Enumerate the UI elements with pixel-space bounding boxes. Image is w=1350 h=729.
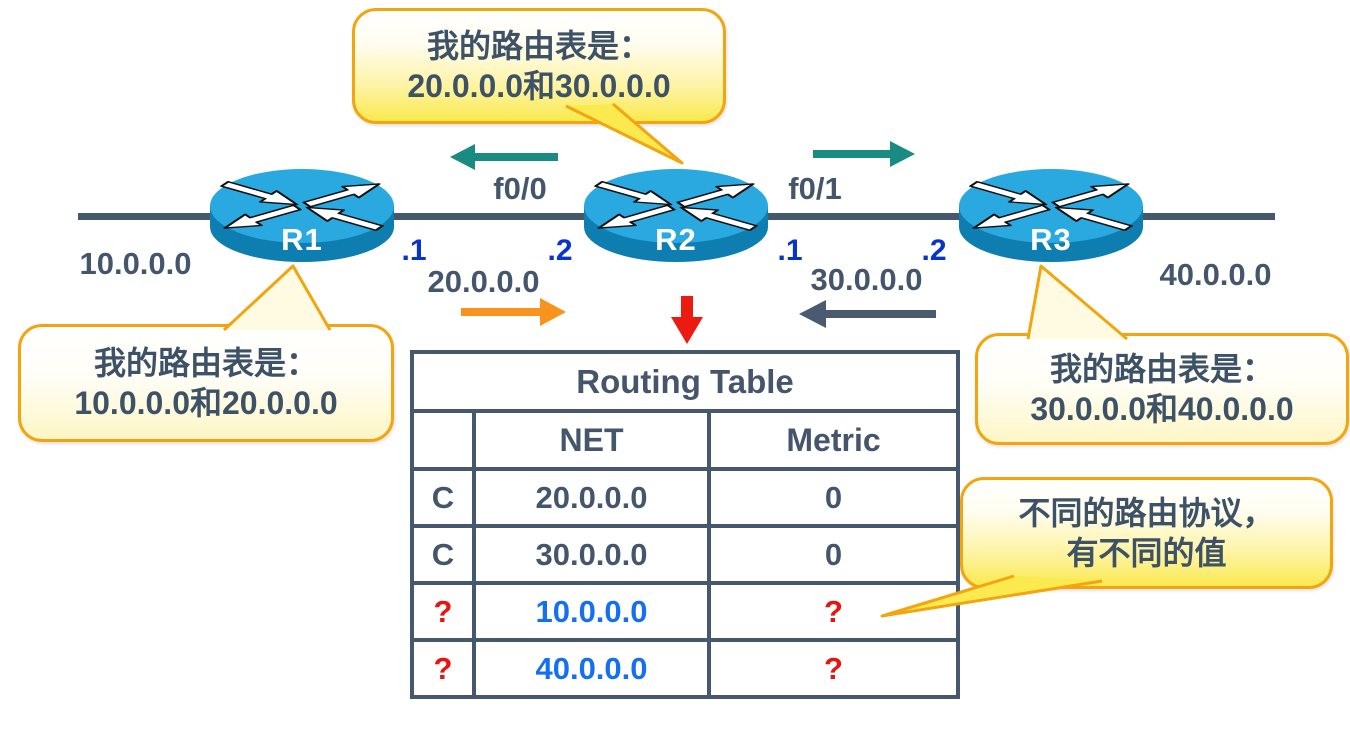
route-code: C bbox=[410, 467, 476, 528]
interface-label-f0-0: f0/0 bbox=[493, 171, 547, 206]
route-code: ? bbox=[410, 638, 476, 699]
network-label-10: 10.0.0.0 bbox=[79, 246, 192, 281]
table-row: ? 40.0.0.0 ? bbox=[410, 638, 960, 699]
table-row: C 20.0.0.0 0 bbox=[410, 467, 960, 528]
route-net: 20.0.0.0 bbox=[472, 467, 711, 528]
address-label-r2-dot2: .2 bbox=[547, 234, 573, 267]
interface-label-f0-1: f0/1 bbox=[788, 171, 842, 206]
speech-bubble-r1-routing-table: 我的路由表是： 10.0.0.0和20.0.0.0 bbox=[18, 324, 394, 442]
table-row: C 30.0.0.0 0 bbox=[410, 524, 960, 585]
speech-bubble-r2-routing-table: 我的路由表是： 20.0.0.0和30.0.0.0 bbox=[352, 8, 726, 124]
bubble-text-line1: 我的路由表是： bbox=[426, 28, 651, 64]
routing-table-title: Routing Table bbox=[410, 350, 960, 413]
address-label-r2-dot1: .1 bbox=[777, 234, 803, 267]
route-net: 40.0.0.0 bbox=[472, 638, 711, 699]
route-metric: 0 bbox=[707, 467, 960, 528]
bubble-tail-r1 bbox=[222, 264, 332, 332]
column-header-metric: Metric bbox=[707, 409, 960, 471]
routing-table: Routing Table NET Metric C 20.0.0.0 0 C … bbox=[410, 350, 960, 699]
bubble-text-line1: 我的路由表是： bbox=[1049, 351, 1274, 387]
router-r1: R1 bbox=[207, 164, 397, 266]
route-code: ? bbox=[410, 581, 476, 642]
table-row: ? 10.0.0.0 ? bbox=[410, 581, 960, 642]
address-label-r1-dot1: .1 bbox=[401, 234, 427, 267]
route-metric: 0 bbox=[707, 524, 960, 585]
bubble-text-line2: 有不同的值 bbox=[1066, 535, 1227, 571]
network-label-20: 20.0.0.0 bbox=[427, 264, 540, 299]
route-code: C bbox=[410, 524, 476, 585]
bubble-text-line1: 不同的路由协议， bbox=[1018, 495, 1275, 531]
column-header-code bbox=[410, 409, 476, 471]
bubble-text-line1: 我的路由表是： bbox=[93, 345, 318, 381]
router-name: R1 bbox=[281, 222, 323, 257]
speech-bubble-protocol-note: 不同的路由协议， 有不同的值 bbox=[960, 477, 1333, 589]
network-label-40: 40.0.0.0 bbox=[1159, 257, 1272, 292]
bubble-text-line2: 20.0.0.0和30.0.0.0 bbox=[407, 68, 671, 104]
update-arrow-right-icon bbox=[813, 141, 915, 167]
table-header-row: NET Metric bbox=[410, 409, 960, 471]
column-header-net: NET bbox=[472, 409, 711, 471]
address-label-r3-dot2: .2 bbox=[921, 234, 947, 267]
table-pointer-arrow-down-icon bbox=[671, 296, 703, 344]
route-metric: ? bbox=[707, 581, 960, 642]
bubble-text-line2: 30.0.0.0和40.0.0.0 bbox=[1030, 391, 1294, 427]
router-r3: R3 bbox=[956, 164, 1146, 266]
route-net: 10.0.0.0 bbox=[472, 581, 711, 642]
route-metric: ? bbox=[707, 638, 960, 699]
speech-bubble-r3-routing-table: 我的路由表是： 30.0.0.0和40.0.0.0 bbox=[975, 333, 1349, 445]
route-net: 30.0.0.0 bbox=[472, 524, 711, 585]
router-r2: R2 bbox=[581, 164, 771, 266]
table-title-row: Routing Table bbox=[410, 350, 960, 413]
network-label-30: 30.0.0.0 bbox=[810, 262, 923, 297]
router-name: R2 bbox=[655, 222, 697, 257]
advertise-arrow-left-icon bbox=[799, 300, 936, 328]
update-arrow-left-icon bbox=[450, 144, 558, 170]
bubble-tail-r3 bbox=[1026, 264, 1128, 341]
bubble-text-line2: 10.0.0.0和20.0.0.0 bbox=[74, 385, 338, 421]
advertise-arrow-right-icon bbox=[461, 298, 566, 326]
router-name: R3 bbox=[1030, 222, 1072, 257]
